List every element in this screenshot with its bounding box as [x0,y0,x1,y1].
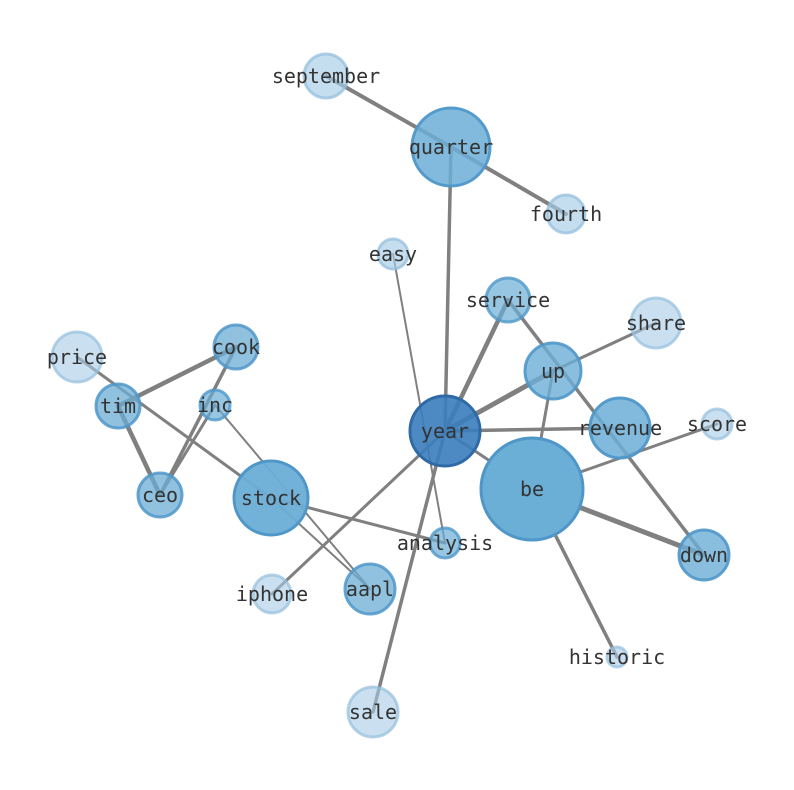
node-circle-aapl [343,562,397,616]
node-label-cook: cook [212,335,260,359]
node-circle-iphone [251,573,293,615]
node-revenue: revenue [578,396,662,460]
node-circle-score [700,407,734,441]
node-circle-down [677,528,731,582]
node-circle-inc [198,388,232,422]
node-iphone: iphone [236,573,308,615]
node-label-easy: easy [369,242,417,266]
node-label-ceo: ceo [142,483,178,507]
node-year: year [408,394,482,468]
node-ceo: ceo [136,471,184,519]
node-label-sale: sale [349,700,397,724]
edge-year-sale [371,429,447,714]
node-be: be [479,436,585,542]
node-score: score [687,407,747,441]
node-circle-historic [605,645,629,669]
node-circle-share [629,296,683,350]
node-analysis: analysis [397,526,493,560]
node-aapl: aapl [343,562,397,616]
edge-layer [75,74,719,714]
node-label-iphone: iphone [236,582,308,606]
node-circle-be [479,436,585,542]
edge-easy-analysis [392,253,446,544]
node-label-inc: inc [197,393,233,417]
node-circle-service [484,276,532,324]
node-layer: september quarter fourth easy service share pr… [47,52,747,739]
node-circle-price [50,330,104,384]
node-label-up: up [541,359,565,383]
edge-cook-ceo [158,345,238,497]
node-circle-september [302,52,350,100]
node-stock: stock [232,459,310,537]
node-easy: easy [369,237,417,271]
edge-year-iphone [270,429,447,596]
node-label-score: score [687,412,747,436]
node-circle-up [523,341,583,401]
node-circle-analysis [428,526,462,560]
node-label-tim: tim [100,394,136,418]
node-label-service: service [466,288,550,312]
node-price: price [47,330,107,384]
node-share: share [626,296,686,350]
node-circle-easy [376,237,410,271]
node-historic: historic [569,645,665,669]
node-circle-year [408,394,482,468]
node-label-year: year [421,419,469,443]
node-september: september [272,52,380,100]
node-cook: cook [212,323,260,371]
node-circle-tim [94,382,142,430]
node-circle-stock [232,459,310,537]
edge-price-stock [75,355,273,500]
node-circle-fourth [545,193,587,235]
node-service: service [466,276,550,324]
node-circle-sale [346,685,400,739]
node-label-september: september [272,64,380,88]
edge-quarter-year [443,145,453,433]
node-circle-cook [212,323,260,371]
node-circle-revenue [588,396,652,460]
node-label-be: be [520,477,544,501]
node-sale: sale [346,685,400,739]
node-down: down [677,528,731,582]
node-circle-quarter [410,106,492,188]
node-label-share: share [626,311,686,335]
node-fourth: fourth [530,193,602,235]
node-label-historic: historic [569,645,665,669]
node-tim: tim [94,382,142,430]
node-label-down: down [680,543,728,567]
node-label-fourth: fourth [530,202,602,226]
node-circle-ceo [136,471,184,519]
node-inc: inc [197,388,233,422]
node-label-revenue: revenue [578,416,662,440]
node-label-stock: stock [241,486,301,510]
node-up: up [523,341,583,401]
node-label-analysis: analysis [397,531,493,555]
node-label-aapl: aapl [346,577,394,601]
node-label-quarter: quarter [409,135,493,159]
node-quarter: quarter [409,106,493,188]
node-label-price: price [47,345,107,369]
